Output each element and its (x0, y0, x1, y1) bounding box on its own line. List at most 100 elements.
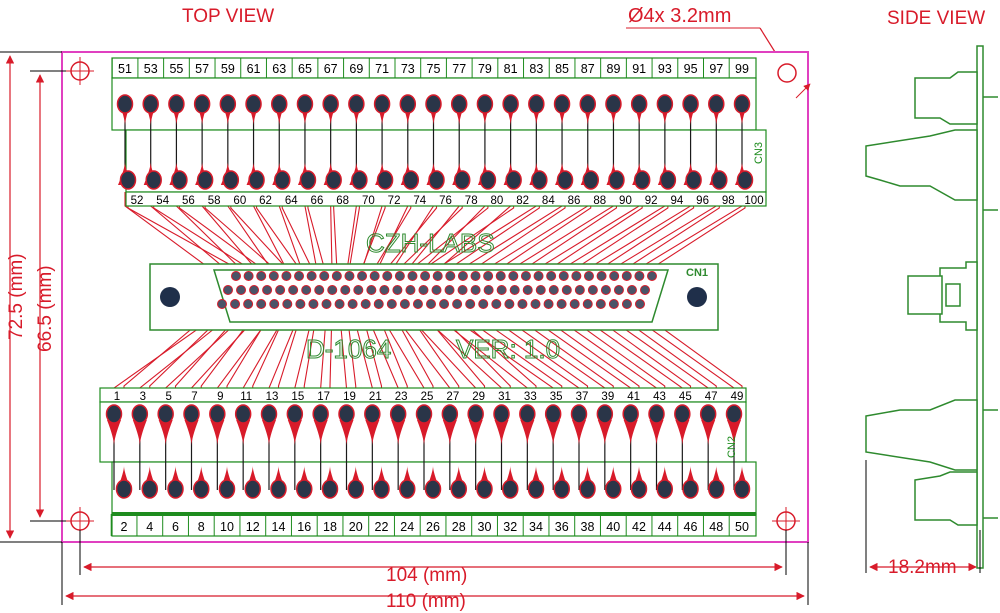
cn1-pin (634, 271, 645, 281)
cn2-pad-inner (389, 404, 407, 424)
cn1-pin (347, 299, 358, 309)
cn2-pad-inner (544, 404, 562, 424)
cn2-pad-tail (623, 420, 638, 446)
cn3-pad-inner (351, 170, 368, 190)
pin-label-26: 26 (426, 520, 440, 534)
cn2-pad-outer (476, 479, 493, 499)
cn1-pin (334, 299, 345, 309)
cn1-pin (230, 299, 241, 309)
cn3-pad-inner (582, 170, 599, 190)
pin-label-78: 78 (465, 195, 478, 207)
pin-label-62: 62 (259, 195, 272, 207)
cn3-pad-outer (399, 94, 417, 114)
pin-label-9: 9 (217, 391, 223, 403)
cn3-pad-inner (402, 170, 420, 190)
pin-label-29: 29 (472, 391, 485, 403)
pin-label-4: 4 (146, 520, 153, 534)
width-outer-label: 110 (mm) (386, 591, 466, 612)
cn3-pad-outer (630, 94, 648, 114)
pin-label-86: 86 (568, 195, 581, 207)
pin-label-27: 27 (446, 391, 459, 403)
pin-label-52: 52 (131, 195, 144, 207)
side-dsub-insert (945, 283, 961, 307)
pin-label-87: 87 (581, 62, 595, 76)
cn1-pin (236, 285, 247, 295)
pin-label-42: 42 (632, 520, 646, 534)
cn1-pin (439, 299, 450, 309)
cn1-pin (418, 285, 429, 295)
terminal-block-layer: 5152535455565758596061626364656667686970… (99, 57, 767, 537)
cn1-pin (509, 285, 520, 295)
pin-label-15: 15 (291, 391, 304, 403)
cn2-pad-outer (399, 479, 416, 499)
cn3-pad-outer (476, 94, 494, 114)
cn2-pad-outer (141, 479, 158, 499)
cn1-pin (275, 285, 286, 295)
cn1-pin (530, 299, 541, 309)
pin-label-12: 12 (246, 520, 260, 534)
pin-label-64: 64 (285, 195, 298, 207)
cn2-pad-inner (183, 404, 200, 424)
cn2-pad-tail (727, 420, 741, 446)
pin-label-88: 88 (593, 195, 606, 207)
pin-label-19: 19 (343, 391, 356, 403)
pin-label-96: 96 (696, 195, 709, 207)
cn1-pin (399, 299, 410, 309)
model-label: D-1064 (306, 334, 391, 364)
pin-label-49: 49 (731, 391, 744, 403)
cn2-pad-tail (313, 420, 328, 446)
cn1-pin (294, 271, 305, 281)
cn3-pad-outer (605, 94, 622, 114)
width-inner-label: 104 (mm) (386, 565, 467, 586)
pin-label-57: 57 (195, 62, 209, 76)
cn3-pad-outer (322, 94, 339, 114)
cn1-pin (569, 299, 580, 309)
cn2-pad-tail (572, 420, 586, 446)
pin-label-95: 95 (684, 62, 698, 76)
cn1-pin (504, 299, 515, 309)
cn3-pad-inner (556, 170, 574, 190)
cn1-pin-field (217, 271, 657, 309)
cn2-pad-outer (733, 479, 751, 499)
cn1-pin (596, 271, 607, 281)
cn3-pad-inner (505, 170, 522, 190)
pin-label-93: 93 (658, 62, 672, 76)
cn1-pin (470, 271, 481, 281)
cn3-pad-inner (711, 170, 728, 190)
cn3-pad-inner (171, 170, 188, 190)
cn2-pad-inner (312, 404, 329, 424)
pin-label-75: 75 (427, 62, 441, 76)
cn1-pin (457, 285, 468, 295)
pin-label-46: 46 (684, 520, 698, 534)
cn2-pad-outer (579, 479, 596, 499)
cn3-pad-inner (299, 170, 317, 190)
pin-label-17: 17 (317, 391, 330, 403)
pin-label-89: 89 (607, 62, 621, 76)
cn2-pad-outer (193, 479, 210, 499)
pin-label-34: 34 (529, 520, 543, 534)
cn3-pad-outer (528, 94, 545, 114)
cn2-pad-outer (321, 479, 339, 499)
cn3-pad-inner (325, 170, 342, 190)
cn3-pad-inner (248, 170, 265, 190)
cn1-pin (571, 271, 582, 281)
mounting-hole-top-left (66, 57, 94, 85)
cn2-pad-tail (675, 420, 690, 446)
cn1-pin (621, 299, 632, 309)
cn1-pin (308, 299, 319, 309)
pin-label-23: 23 (395, 391, 408, 403)
pin-label-59: 59 (221, 62, 235, 76)
pin-label-38: 38 (581, 520, 595, 534)
pin-label-41: 41 (627, 391, 640, 403)
cn2-pad-inner (493, 404, 510, 424)
cn1-pin (587, 285, 598, 295)
cn2-strip-band (112, 512, 756, 516)
cn2-pad-inner (157, 404, 174, 424)
cn1-pin (262, 285, 273, 295)
pin-label-70: 70 (362, 195, 375, 207)
cn3-pad-inner (222, 170, 240, 190)
cn1-pin (243, 299, 254, 309)
cn1-pin (344, 271, 355, 281)
cn1-label: CN1 (686, 267, 708, 279)
cn2-pad-inner (596, 404, 614, 424)
